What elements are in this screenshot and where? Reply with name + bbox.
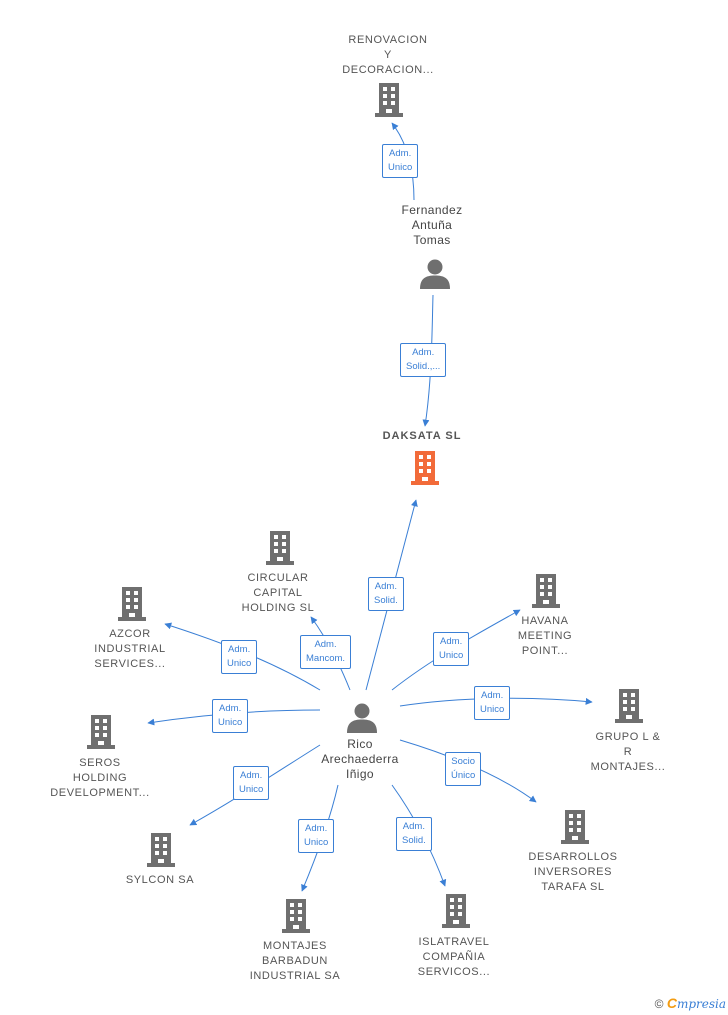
node-label-islatravel[interactable]: ISLATRAVEL COMPAÑIA SERVICOS... bbox=[417, 936, 491, 978]
edge-label-fernandez-renovacion[interactable]: Adm. Unico bbox=[382, 144, 419, 178]
node-label-circular[interactable]: CIRCULAR CAPITAL HOLDING SL bbox=[241, 572, 315, 614]
person-icon[interactable] bbox=[420, 259, 450, 290]
node-label-azcor[interactable]: AZCOR INDUSTRIAL SERVICES... bbox=[94, 628, 166, 670]
edge-label-rico-montajes[interactable]: Adm. Unico bbox=[298, 819, 335, 853]
node-label-fernandez[interactable]: Fernandez Antuña Tomas bbox=[401, 203, 463, 247]
edge-label-rico-sylcon[interactable]: Adm. Unico bbox=[233, 766, 270, 800]
building-icon[interactable] bbox=[87, 715, 115, 749]
node-label-montajes[interactable]: MONTAJES BARBADUN INDUSTRIAL SA bbox=[249, 940, 341, 982]
node-label-sylcon[interactable]: SYLCON SA bbox=[125, 874, 195, 886]
node-label-seros[interactable]: SEROS HOLDING DEVELOPMENT... bbox=[50, 757, 150, 799]
edge-label-rico-desarrollos[interactable]: Socio Único bbox=[445, 752, 482, 786]
edge-label-rico-circular[interactable]: Adm. Mancom. bbox=[300, 635, 352, 669]
node-label-renovacion[interactable]: RENOVACION Y DECORACION... bbox=[342, 34, 434, 76]
building-icon[interactable] bbox=[532, 574, 560, 608]
building-icon[interactable] bbox=[147, 833, 175, 867]
node-label-rico[interactable]: Rico Arechaederra Iñigo bbox=[321, 737, 399, 781]
building-icon[interactable] bbox=[118, 587, 146, 621]
building-icon[interactable] bbox=[442, 894, 470, 928]
node-label-havana[interactable]: HAVANA MEETING POINT... bbox=[517, 615, 573, 657]
edge-label-fernandez-daksata[interactable]: Adm. Solid.,... bbox=[400, 343, 447, 377]
building-icon[interactable] bbox=[375, 83, 403, 117]
building-icon-focus[interactable] bbox=[411, 451, 439, 485]
edge-label-rico-islatravel[interactable]: Adm. Solid. bbox=[396, 817, 432, 851]
node-label-daksata[interactable]: DAKSATA SL bbox=[382, 430, 462, 442]
building-icon[interactable] bbox=[615, 689, 643, 723]
empresia-logo[interactable]: © Cmpresia bbox=[655, 995, 726, 1011]
edge-label-rico-seros[interactable]: Adm. Unico bbox=[212, 699, 249, 733]
node-label-desarrollos[interactable]: DESARROLLOS INVERSORES TARAFA SL bbox=[528, 851, 618, 893]
edge-label-rico-grupo[interactable]: Adm. Unico bbox=[474, 686, 511, 720]
brand-name: mpresia bbox=[676, 997, 726, 1011]
edge-label-rico-havana[interactable]: Adm. Unico bbox=[433, 632, 470, 666]
person-icon[interactable] bbox=[347, 703, 377, 734]
edge-label-rico-azcor[interactable]: Adm. Unico bbox=[221, 640, 258, 674]
building-icon[interactable] bbox=[266, 531, 294, 565]
copyright-symbol: © bbox=[654, 997, 664, 1011]
node-label-grupo[interactable]: GRUPO L & R MONTAJES... bbox=[590, 731, 666, 773]
building-icon[interactable] bbox=[561, 810, 589, 844]
brand-initial: C bbox=[666, 995, 677, 1011]
edge-label-rico-daksata[interactable]: Adm. Solid. bbox=[368, 577, 404, 611]
building-icon[interactable] bbox=[282, 899, 310, 933]
